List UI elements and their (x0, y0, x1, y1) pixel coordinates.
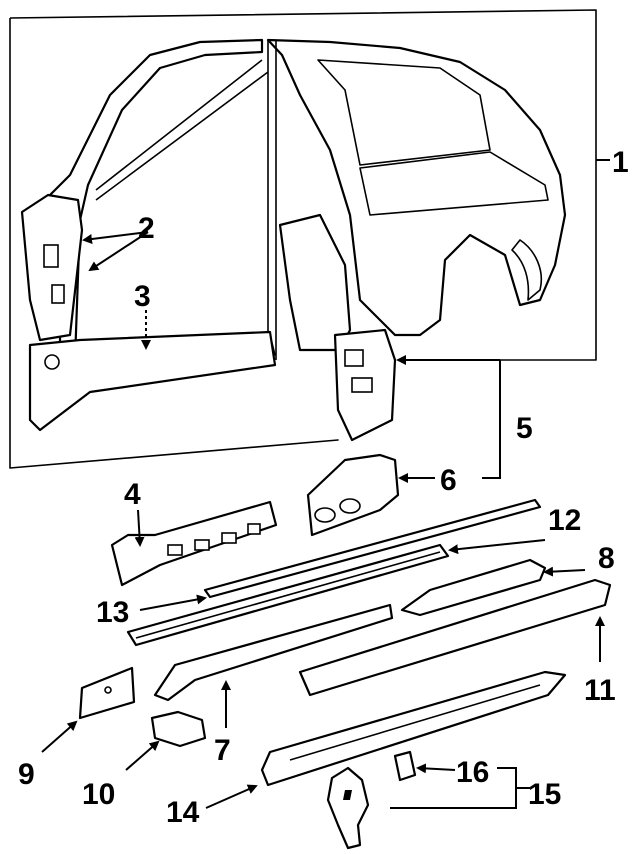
callout-labels: 1 2 3 4 5 6 7 8 9 10 11 12 13 14 15 16 (18, 146, 629, 829)
a-pillar-inner[interactable] (20, 193, 84, 342)
callout-15: 15 (528, 778, 561, 811)
callout-1: 1 (612, 146, 629, 179)
callout-16: 16 (456, 756, 489, 789)
rocker-panel-upper[interactable] (28, 330, 277, 432)
leader-lines (41, 159, 610, 809)
callout-7: 7 (214, 734, 231, 767)
bracket-15[interactable] (326, 766, 370, 850)
molding-strip-12[interactable] (203, 498, 542, 599)
callout-10: 10 (82, 778, 115, 811)
callout-4: 4 (124, 478, 141, 511)
rocker-outer-7[interactable] (153, 603, 394, 702)
callout-2: 2 (138, 212, 155, 245)
sill-molding-14[interactable] (260, 670, 567, 787)
callout-6: 6 (440, 464, 457, 497)
callout-13: 13 (96, 596, 129, 629)
callout-8: 8 (598, 542, 615, 575)
hinge-pillar-reinforcement[interactable] (110, 500, 278, 587)
rocker-molding-13[interactable] (126, 543, 450, 647)
callout-11: 11 (584, 674, 616, 707)
body-side-panel[interactable] (38, 38, 567, 381)
rear-rocker-11[interactable] (298, 578, 612, 697)
callout-5: 5 (516, 412, 533, 445)
callout-14: 14 (166, 796, 200, 829)
center-pillar-lower[interactable] (333, 328, 397, 442)
plug-10[interactable] (150, 710, 207, 748)
callout-12: 12 (548, 504, 581, 537)
clip-16[interactable] (393, 750, 417, 782)
callout-9: 9 (18, 758, 35, 791)
callout-3: 3 (134, 280, 151, 313)
pillar-reinforcement[interactable] (306, 453, 400, 537)
cover-plate-9[interactable] (78, 666, 136, 720)
